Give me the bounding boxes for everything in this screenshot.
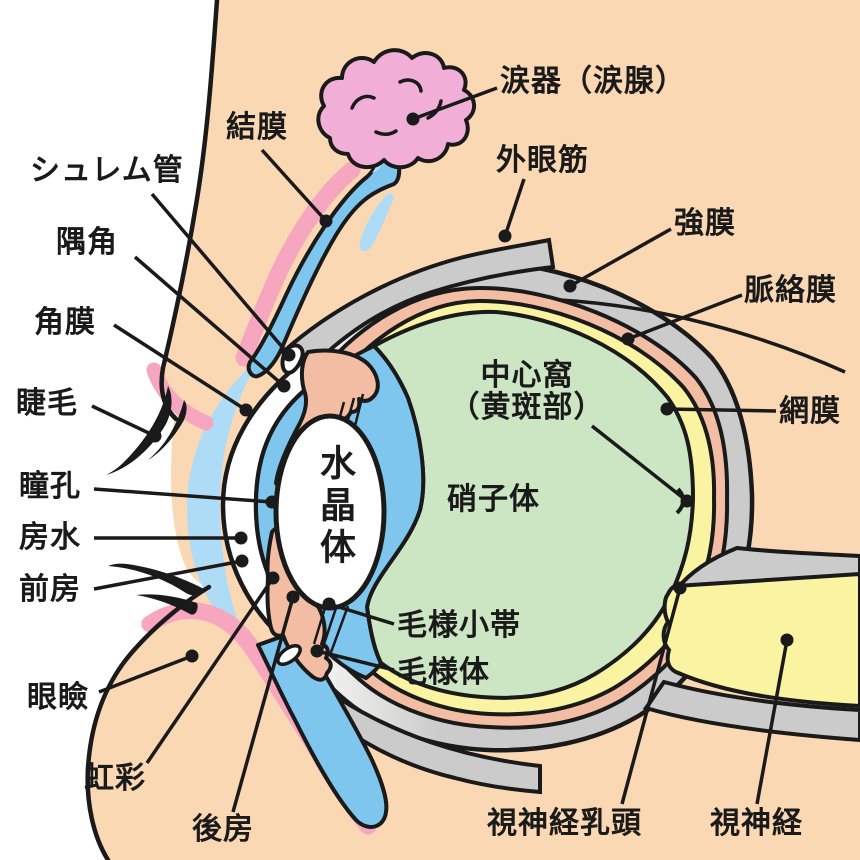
leader-optic-nerve bbox=[755, 639, 789, 805]
leader-optic-disc bbox=[620, 587, 682, 805]
leader-dot-extraocular-muscle bbox=[498, 229, 512, 243]
extraocular-muscle-top bbox=[280, 237, 556, 386]
leader-dot-iris bbox=[266, 571, 280, 585]
leader-sclera bbox=[569, 227, 672, 288]
leader-zonule bbox=[328, 602, 395, 626]
leader-ciliary-body bbox=[316, 649, 395, 672]
leader-dot-schlemm-canal bbox=[282, 348, 296, 362]
optic-nerve-sheath-bottom bbox=[642, 679, 860, 743]
leader-pupil bbox=[93, 487, 273, 504]
lower-conjunctiva-band bbox=[256, 628, 389, 829]
leader-angle bbox=[133, 255, 286, 388]
leader-schlemm-canal bbox=[150, 192, 291, 357]
leader-conjunctiva bbox=[260, 148, 328, 223]
conjunctiva-highlight bbox=[359, 192, 394, 251]
upper-lid-tip-rim-pink bbox=[146, 362, 214, 431]
upper-eyelid-outline bbox=[159, 0, 220, 422]
upper-lid-rim-pink bbox=[235, 161, 361, 367]
tenon-capsule-line bbox=[559, 298, 846, 374]
leader-dot-anterior-chamber bbox=[235, 554, 249, 568]
leader-dot-angle bbox=[277, 379, 291, 393]
leader-anterior-chamber bbox=[93, 559, 243, 591]
lacrimal-gland bbox=[316, 48, 476, 170]
leader-eyelash bbox=[91, 404, 156, 438]
extraocular-muscle-bottom bbox=[315, 689, 542, 795]
eyelashes-lower bbox=[108, 563, 204, 615]
leader-dot-aqueous-humor bbox=[234, 531, 248, 545]
leader-extraocular-muscle bbox=[503, 178, 526, 237]
leader-dot-choroid bbox=[621, 332, 635, 346]
leader-dot-lacrimal bbox=[406, 112, 420, 126]
leader-iris bbox=[145, 577, 275, 764]
leader-posterior-chamber bbox=[231, 596, 295, 813]
leader-dot-eyelash bbox=[148, 429, 162, 443]
leader-dot-sclera bbox=[563, 279, 577, 293]
leader-dot-optic-disc bbox=[673, 581, 687, 595]
label-lens: 水晶体 bbox=[315, 444, 356, 570]
leader-dot-conjunctiva bbox=[319, 214, 333, 228]
leader-dot-posterior-chamber bbox=[286, 590, 300, 604]
leader-dot-ciliary-body bbox=[310, 644, 324, 658]
leader-lacrimal bbox=[412, 86, 498, 121]
lower-eyelid-outline bbox=[85, 584, 212, 860]
leader-choroid bbox=[627, 293, 743, 341]
leader-dot-cornea bbox=[239, 403, 253, 417]
leader-dot-zonule bbox=[322, 597, 336, 611]
leader-dot-retina bbox=[660, 402, 674, 416]
leader-fovea bbox=[590, 424, 689, 503]
leader-retina bbox=[666, 407, 777, 413]
leader-dot-eyelid bbox=[185, 649, 199, 663]
leader-lines bbox=[91, 86, 794, 813]
leader-eyelid bbox=[98, 654, 193, 694]
leader-dot-fovea bbox=[680, 494, 694, 508]
leader-dot-optic-nerve bbox=[780, 633, 794, 647]
optic-nerve-channel bbox=[661, 571, 860, 709]
schlemm-canal-bottom bbox=[276, 643, 302, 667]
leader-cornea bbox=[113, 323, 247, 412]
leader-dot-pupil bbox=[265, 495, 279, 509]
